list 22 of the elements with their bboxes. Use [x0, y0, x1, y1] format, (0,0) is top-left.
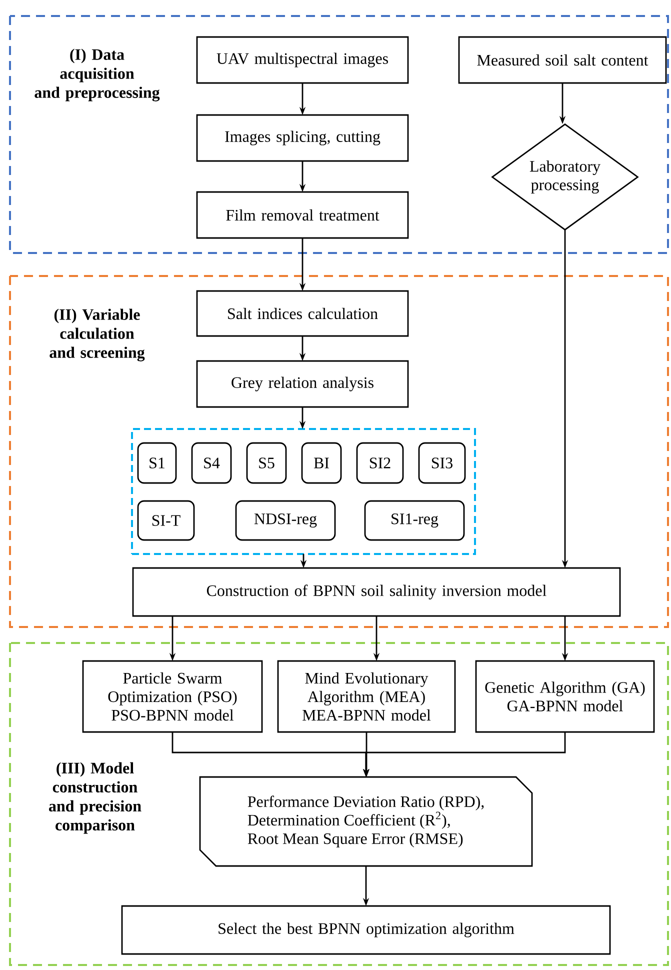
index-box: S4 [191, 442, 232, 484]
index-box: S5 [246, 442, 287, 484]
process-box: Salt indices calculation [196, 290, 409, 337]
index-box: BI [301, 442, 342, 484]
process-box: Measured soil salt content [458, 36, 667, 84]
index-box: SI3 [418, 442, 466, 484]
process-box: UAV multispectral images [196, 36, 409, 84]
index-box: SI1-reg [364, 500, 465, 541]
process-box: Select the best BPNN optimization algorithm [121, 905, 611, 955]
index-box: SI-T [137, 500, 195, 541]
process-box: Images splicing, cutting [196, 114, 409, 162]
process-box: Genetic Algorithm (GA) GA-BPNN model [475, 660, 655, 733]
group-box [131, 428, 476, 555]
process-box: Mind Evolutionary Algorithm (MEA) MEA-BPNN model [277, 660, 456, 733]
metrics-box: Performance Deviation Ratio (RPD), Determination Coefficient (R$^{2}$), Root Mean Square Error (RMSE) [199, 776, 533, 867]
process-box: Particle Swarm Optimization (PSO) PSO-BPNN model [82, 660, 263, 733]
process-box: Grey relation analysis [196, 360, 409, 408]
process-box: Construction of BPNN soil salinity inversion model [132, 567, 621, 617]
process-box: Film removal treatment [196, 191, 409, 239]
index-box: SI2 [356, 442, 404, 484]
index-box: S1 [137, 442, 177, 484]
index-box: NDSI-reg [235, 500, 336, 541]
